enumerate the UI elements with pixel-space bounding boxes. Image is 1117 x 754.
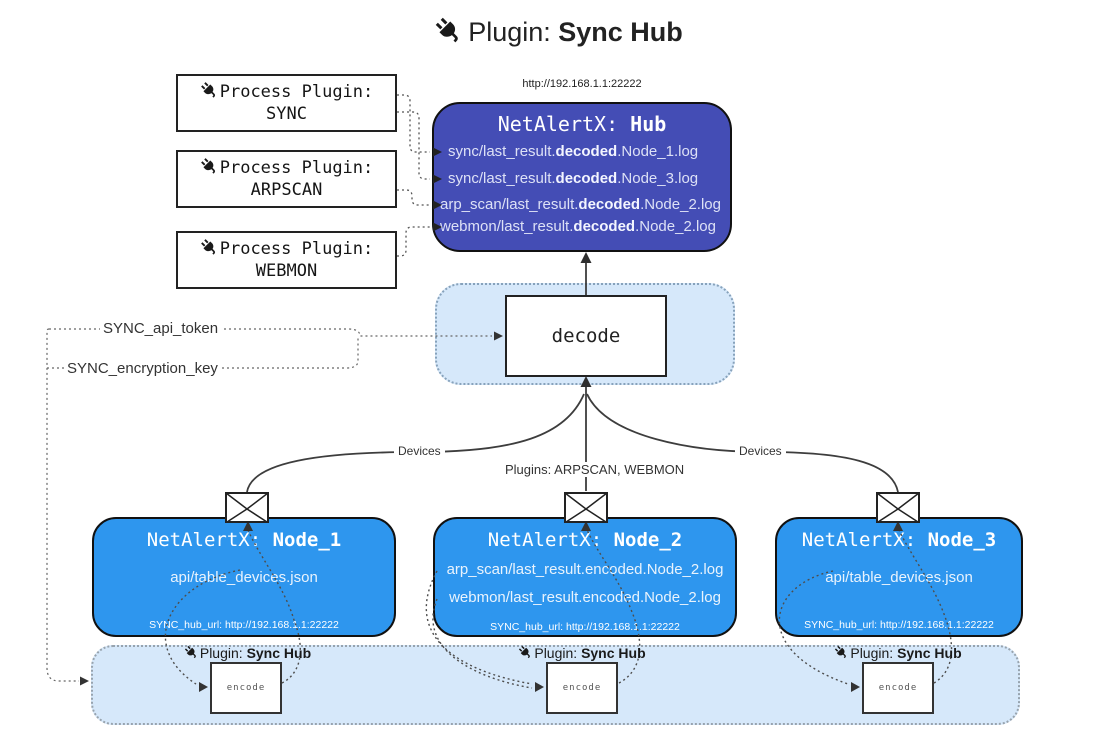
process-plugin-name: SYNC — [266, 104, 307, 124]
hub-url: http://192.168.1.1:22222 — [522, 78, 642, 90]
env-var-encryption-key: SYNC_encryption_key — [64, 360, 221, 377]
encode3-box: encode — [862, 662, 934, 714]
encode1-box: encode — [210, 662, 282, 714]
edge-label-devices-left: Devices — [394, 444, 445, 458]
node1-box — [92, 517, 396, 637]
process-plugin-label: Process Plugin: — [219, 158, 374, 178]
hub-file-line: sync/last_result.decoded.Node_3.log — [448, 170, 699, 187]
env-var-api-token: SYNC_api_token — [100, 320, 222, 337]
plug-icon — [184, 645, 196, 659]
node1-title: NetAlertX: Node_1 — [146, 529, 342, 551]
node1-file: api/table_devices.json — [170, 569, 318, 586]
plug-icon — [519, 645, 531, 659]
title-name: Sync Hub — [558, 17, 683, 47]
plug-icon — [200, 82, 215, 98]
node2-file: arp_scan/last_result.encoded.Node_2.log — [446, 561, 724, 578]
node3-title: NetAlertX: Node_3 — [801, 529, 997, 551]
plug-icon — [435, 17, 459, 43]
envelope-icon — [564, 492, 608, 523]
node2-title: NetAlertX: Node_2 — [487, 529, 683, 551]
process-plugin-name: ARPSCAN — [250, 180, 323, 200]
hub-file-line: sync/last_result.decoded.Node_1.log — [448, 143, 699, 160]
encoder1-label: Plugin: Sync Hub — [180, 645, 315, 661]
node1-hub-url: SYNC_hub_url: http://192.168.1.1:22222 — [149, 619, 339, 631]
process-plugin-sync: Process Plugin: SYNC — [176, 74, 397, 132]
diagram-title: Plugin: Sync Hub — [0, 16, 1117, 48]
envelope-icon — [225, 492, 269, 523]
plug-icon — [200, 239, 215, 255]
plugin-to-hub-dotted — [397, 94, 430, 257]
process-plugin-webmon: Process Plugin: WEBMON — [176, 231, 397, 289]
hub-box — [432, 102, 732, 252]
edge-label-plugins: Plugins: ARPSCAN, WEBMON — [501, 462, 689, 477]
envelope-icon — [876, 492, 920, 523]
hub-file-line: arp_scan/last_result.decoded.Node_2.log — [440, 196, 721, 213]
title-prefix: Plugin: — [468, 17, 559, 47]
plug-icon — [835, 645, 847, 659]
hub-title-name: Hub — [630, 112, 667, 136]
process-plugin-label: Process Plugin: — [219, 239, 374, 259]
decode-box: decode — [505, 295, 667, 377]
node3-file: api/table_devices.json — [825, 569, 973, 586]
node2-file: webmon/last_result.encoded.Node_2.log — [449, 589, 721, 606]
hub-title-prefix: NetAlertX: — [497, 112, 631, 136]
encoder2-label: Plugin: Sync Hub — [516, 645, 648, 661]
hub-file-line: webmon/last_result.decoded.Node_2.log — [440, 218, 716, 235]
process-plugin-label: Process Plugin: — [219, 82, 374, 102]
encode2-box: encode — [546, 662, 618, 714]
encoder3-label: Plugin: Sync Hub — [831, 645, 965, 661]
process-plugin-name: WEBMON — [255, 261, 318, 281]
node3-hub-url: SYNC_hub_url: http://192.168.1.1:22222 — [804, 619, 994, 631]
hub-title: NetAlertX: Hub — [432, 112, 732, 136]
node2-hub-url: SYNC_hub_url: http://192.168.1.1:22222 — [490, 621, 680, 633]
edge-label-devices-right: Devices — [735, 444, 786, 458]
plug-icon — [200, 158, 215, 174]
process-plugin-arpscan: Process Plugin: ARPSCAN — [176, 150, 397, 208]
